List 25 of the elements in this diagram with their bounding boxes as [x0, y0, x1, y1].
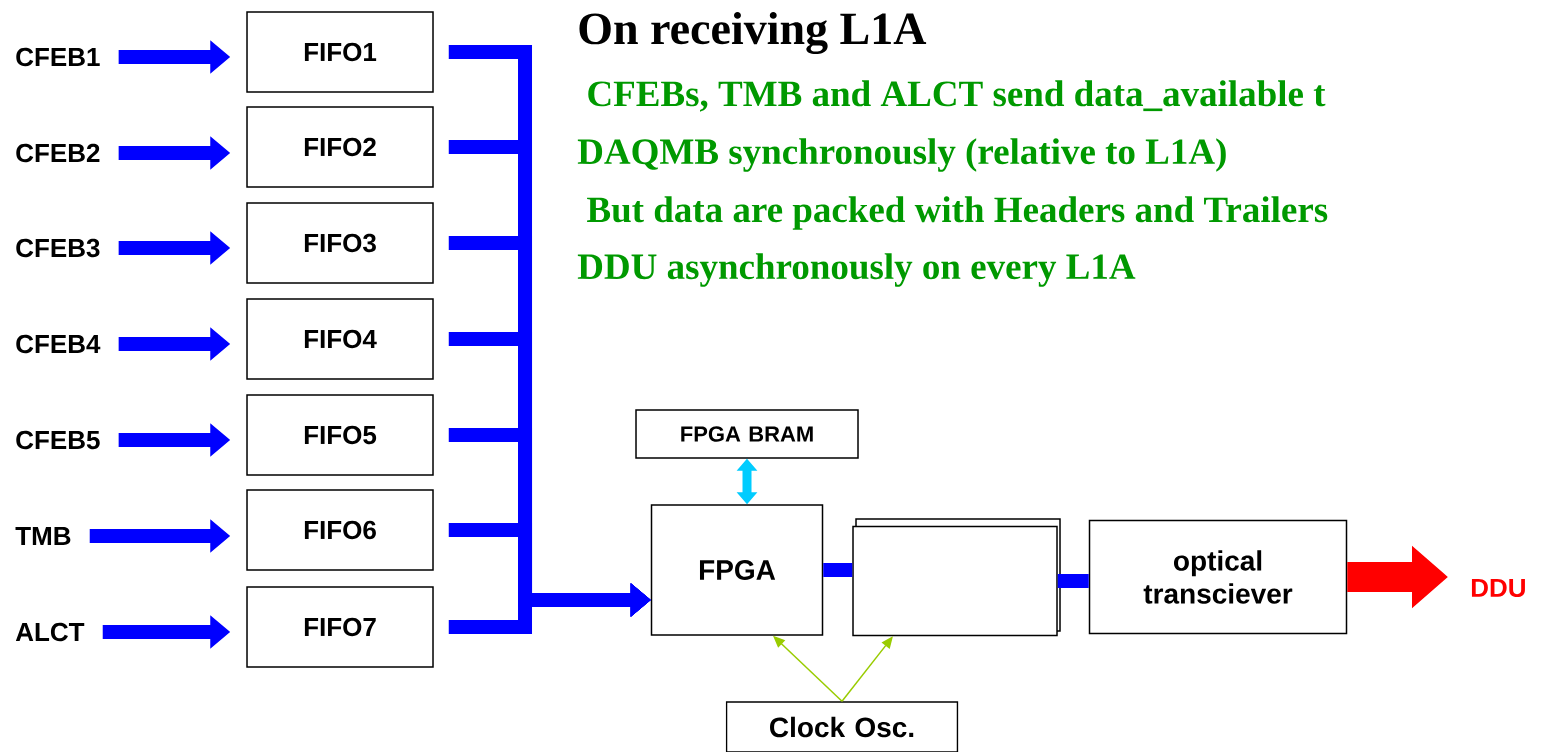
fifo-box: FIFO6 [246, 489, 434, 571]
memory-box: FPGA BRAM [635, 409, 859, 459]
fifo-box: FIFO1 [246, 11, 434, 93]
source-label: CFEB3 [16, 238, 100, 258]
title: On receiving L1A [579, 11, 927, 55]
source-label: CFEB4 [16, 334, 101, 354]
transceiver-box: optical transciever [1088, 519, 1348, 635]
fifo-box: FIFO3 [246, 202, 434, 284]
note-text: DDU asynchronously on every L1A [577, 253, 1136, 287]
source-label: CFEB5 [16, 430, 100, 450]
fifo-box: FIFO4 [246, 298, 434, 380]
source-label: CFEB2 [16, 143, 100, 163]
chip-box [852, 518, 1061, 637]
note-text: But data are packed with Headers and Trailers [587, 196, 1328, 230]
clock-box: Clock Osc. [725, 701, 959, 752]
destination-label: DDU [1471, 578, 1525, 598]
note-text: CFEBs, TMB and ALCT send data_available t [588, 80, 1326, 112]
source-label: ALCT [15, 622, 85, 642]
fifo-box: FIFO5 [246, 394, 434, 476]
note-text: DAQMB synchronously (relative to L1A) [577, 138, 1226, 172]
fpga-box: FPGA [650, 504, 824, 636]
fifo-box: FIFO7 [246, 586, 434, 668]
source-label: TMB [15, 527, 71, 545]
fifo-box: FIFO2 [246, 106, 434, 188]
source-label: CFEB1 [16, 47, 100, 67]
